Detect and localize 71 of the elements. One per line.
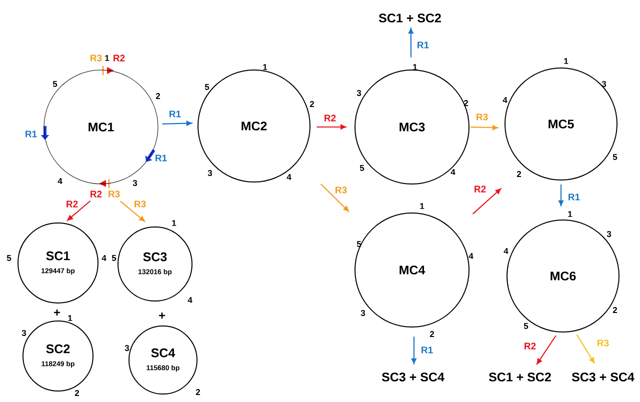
position-number: 1 [68,315,72,321]
arrow [408,28,414,58]
arrow [411,336,416,364]
arrow [536,335,556,364]
position-number: 2 [156,93,160,99]
edge-label: R2 [324,114,336,122]
edge-label: R2 [474,186,486,192]
repeat-label: R1 [156,154,167,162]
position-number: 3 [124,345,130,352]
position-number: 2 [430,331,434,337]
position-number: 3 [208,170,212,176]
arrow [316,124,346,130]
position-number: 3 [132,180,138,186]
edge-label: R1 [568,194,580,200]
edge-label: R3 [134,200,146,208]
arrow [67,200,91,221]
position-number: 4 [450,169,456,175]
position-number: 5 [52,81,58,87]
edge-label: R1 [418,42,429,48]
arrow [162,120,192,126]
position-number: 3 [602,81,606,88]
position-number: 4 [502,97,508,103]
product-label: SC3 + SC4 [382,372,444,382]
position-number: 1 [263,64,268,70]
position-number: 1 [105,55,110,61]
position-number: 1 [172,220,176,226]
edge-label: R1 [170,110,181,118]
position-number: 2 [310,101,314,107]
position-number: 3 [22,330,26,336]
arrow [320,184,349,212]
position-number: 1 [568,211,572,217]
edge-label: R2 [66,200,78,208]
product-label: SC3 + SC4 [572,372,634,382]
position-number: 1 [564,58,568,64]
plus-sign: + [54,309,60,316]
position-number: 5 [6,255,12,261]
position-number: 5 [360,165,364,171]
position-number: 2 [74,390,80,396]
position-number: 2 [516,171,522,177]
position-number: 5 [204,84,210,90]
position-number: 5 [612,154,618,160]
repeat-label: R3 [108,190,120,198]
edge-label: R3 [476,114,488,120]
position-number: 5 [524,323,528,329]
position-number: 1 [413,64,418,70]
position-number: 3 [606,231,612,238]
position-number: 4 [468,253,474,259]
plus-sign: + [159,312,166,319]
arrow [576,334,595,364]
arrow [472,188,502,214]
edge-label: R2 [524,342,536,350]
edge-label: R3 [598,340,609,346]
product-label: SC1 + SC2 [378,14,441,22]
position-number: 3 [356,90,362,96]
position-number: 2 [612,307,618,313]
position-number: 4 [286,174,292,180]
position-number: 5 [112,255,116,261]
position-number: 4 [102,255,106,261]
position-number: 1 [420,203,424,209]
arrow [470,125,498,130]
product-label: SC1 + SC2 [488,372,551,382]
edge-label: R3 [336,186,347,194]
position-number: 2 [196,389,200,395]
position-number: 4 [188,297,192,303]
arrow [558,184,564,206]
repeat-label: R2 [90,190,102,198]
position-number: 3 [360,310,366,316]
position-number: 4 [504,248,508,254]
position-number: 4 [58,178,62,184]
edge-label: R1 [422,346,433,354]
arrow [120,200,145,222]
